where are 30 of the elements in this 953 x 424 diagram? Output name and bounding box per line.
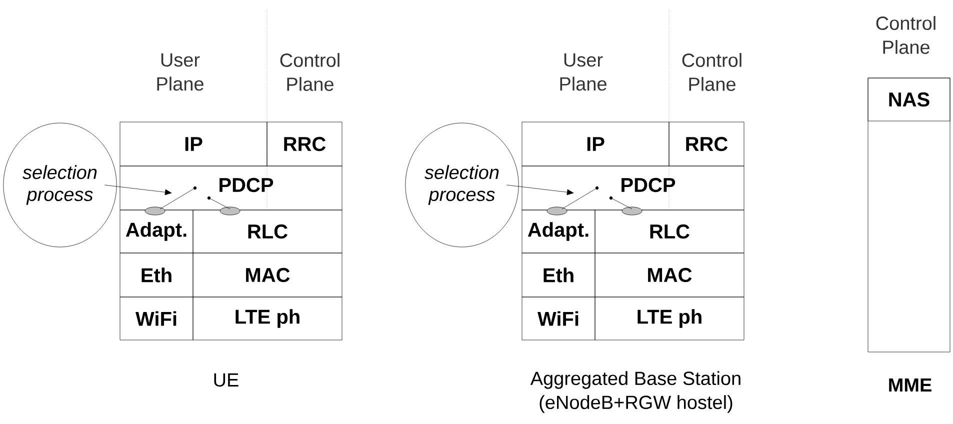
plane-label: Control Plane (280, 53, 340, 91)
protocol-cell: RLC (594, 210, 744, 254)
protocol-cell: Eth (522, 252, 596, 298)
protocol-cell: PDCP (522, 166, 744, 210)
protocol-cell: RRC (668, 122, 744, 166)
arrow (506, 184, 574, 196)
protocol-cell: RRC (266, 122, 342, 166)
protocol-cell: IP (522, 122, 670, 166)
arrow (104, 184, 172, 196)
stack-caption: MME (889, 378, 932, 392)
protocol-cell: LTE ph (192, 296, 342, 340)
protocol-cell: RLC (192, 210, 342, 254)
stack-caption: Aggregated Base Station (530, 371, 740, 389)
plane-label: Control Plane (876, 16, 936, 54)
plane-label: User Plane (560, 53, 606, 91)
protocol-cell: PDCP (120, 166, 342, 210)
protocol-cell: Eth (120, 252, 194, 298)
plane-label: User Plane (157, 53, 204, 91)
protocol-cell: Adapt. (522, 210, 596, 254)
plane-label: Control Plane (682, 53, 742, 91)
protocol-cell: Adapt. (120, 210, 194, 254)
protocol-cell: WiFi (120, 296, 194, 340)
protocol-cell: IP (120, 122, 268, 166)
protocol-cell: NAS (868, 78, 950, 122)
protocol-cell: MAC (192, 252, 342, 298)
protocol-cell: LTE ph (594, 296, 744, 340)
stack-caption: (eNodeB+RGW hostel) (540, 395, 732, 413)
stack-caption: UE (214, 373, 238, 387)
protocol-cell: WiFi (522, 296, 596, 340)
protocol-cell: MAC (594, 252, 744, 298)
